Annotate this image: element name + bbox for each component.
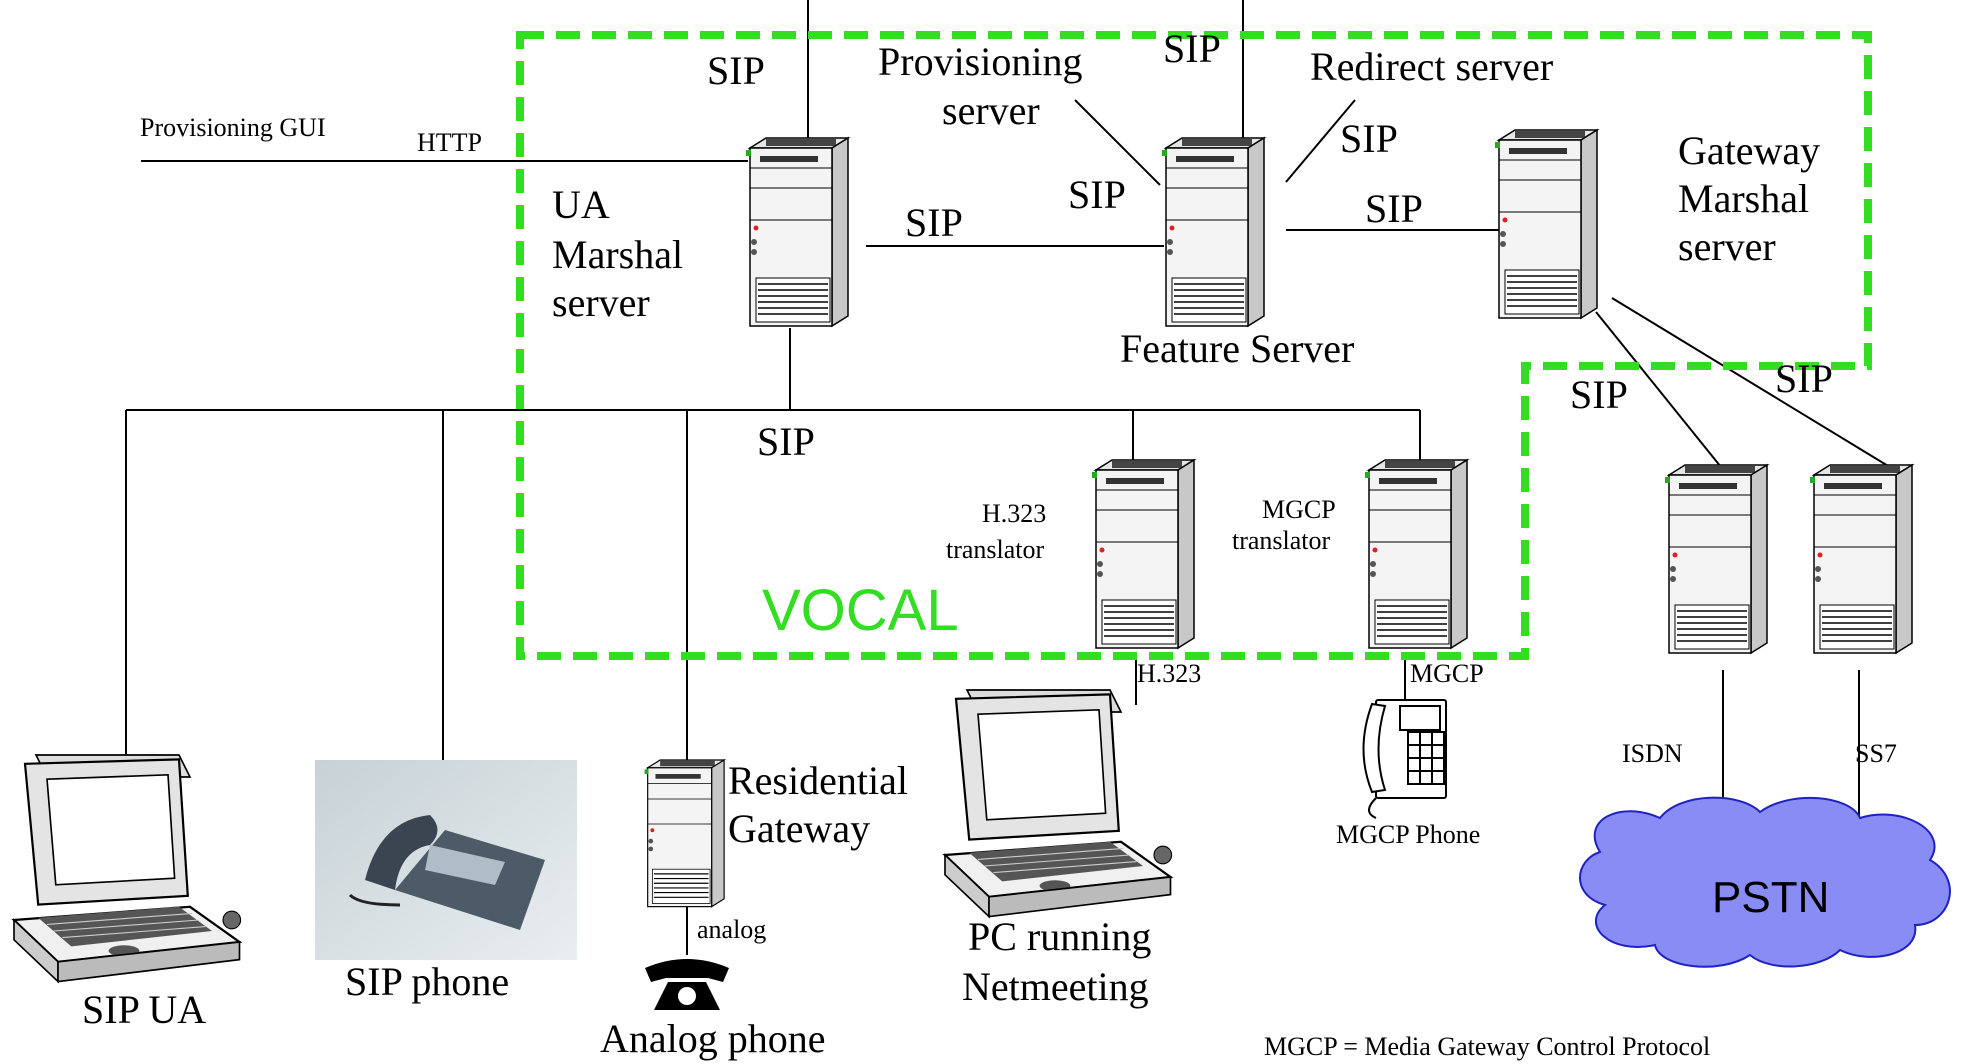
provisioning-server-label-line1: Provisioning — [878, 39, 1082, 84]
mgcp-link-label: MGCP — [1410, 659, 1484, 688]
pc-netmeeting-label-line2: Netmeeting — [962, 964, 1149, 1009]
residential-gateway-label-line2: Gateway — [728, 806, 870, 851]
mgcp-phone-icon — [1362, 699, 1447, 819]
analog-link-label: analog — [697, 915, 766, 944]
sip-ua-laptop-icon — [12, 753, 242, 983]
vocal-boundary — [516, 31, 1872, 660]
sip-ua-label: SIP UA — [82, 987, 206, 1032]
h323-translator-icon — [1091, 459, 1195, 649]
sip-label-feature-gateway: SIP — [1365, 186, 1423, 231]
vocal-label: VOCAL — [762, 578, 959, 643]
ss7-gateway-server-icon — [1809, 464, 1913, 654]
gateway-marshal-label-line2: Marshal — [1678, 176, 1809, 221]
isdn-gateway-server-icon — [1664, 464, 1768, 654]
h323-translator-label-line1: H.323 — [982, 499, 1046, 528]
feature-server-label: Feature Server — [1120, 326, 1354, 371]
sip-label-feature-top: SIP — [1163, 26, 1221, 71]
sip-label-redirect: SIP — [1340, 116, 1398, 161]
sip-label-provisioning: SIP — [1068, 172, 1126, 217]
analog-phone-label: Analog phone — [600, 1016, 826, 1061]
sip-phone-photo — [315, 760, 577, 960]
sip-label-gw-ss7: SIP — [1775, 356, 1833, 401]
pstn-cloud — [1579, 796, 1951, 968]
redirect-server-label: Redirect server — [1310, 44, 1553, 89]
ss7-label: SS7 — [1855, 739, 1897, 768]
h323-translator-label-line2: translator — [946, 535, 1045, 564]
ua-marshal-server-icon — [745, 137, 849, 327]
sip-label-gw-isdn: SIP — [1570, 372, 1628, 417]
provisioning-gui-label: Provisioning GUI — [140, 113, 326, 142]
mgcp-translator-icon — [1364, 459, 1468, 649]
isdn-label: ISDN — [1622, 739, 1683, 768]
mgcp-translator-label-line1: MGCP — [1262, 495, 1336, 524]
mgcp-phone-label: MGCP Phone — [1336, 820, 1480, 849]
gateway-marshal-label-line3: server — [1678, 224, 1776, 269]
analog-phone-icon — [645, 959, 729, 1010]
gateway-marshal-label-line1: Gateway — [1678, 128, 1820, 173]
sip-label-ua-feature: SIP — [905, 200, 963, 245]
footnote: MGCP = Media Gateway Control Protocol — [1264, 1032, 1710, 1061]
provisioning-server-label-line2: server — [942, 88, 1040, 133]
feature-server-icon — [1161, 137, 1265, 327]
ua-marshal-label-line3: server — [552, 280, 650, 325]
pc-netmeeting-label-line1: PC running — [968, 914, 1151, 959]
connection-lines — [125, 0, 1899, 955]
sip-label-bus: SIP — [757, 419, 815, 464]
http-label: HTTP — [417, 128, 482, 157]
gateway-marshal-server-icon — [1494, 129, 1598, 319]
h323-link-label: H.323 — [1137, 659, 1201, 688]
residential-gateway-icon — [643, 759, 725, 908]
mgcp-translator-label-line2: translator — [1232, 526, 1331, 555]
pstn-label: PSTN — [1712, 873, 1829, 922]
sip-label-ua-top: SIP — [707, 48, 765, 93]
ua-marshal-label-line1: UA — [552, 182, 610, 227]
ua-marshal-label-line2: Marshal — [552, 232, 683, 277]
sip-phone-label: SIP phone — [345, 959, 509, 1004]
residential-gateway-label-line1: Residential — [728, 758, 908, 803]
netmeeting-laptop-icon — [943, 688, 1173, 918]
